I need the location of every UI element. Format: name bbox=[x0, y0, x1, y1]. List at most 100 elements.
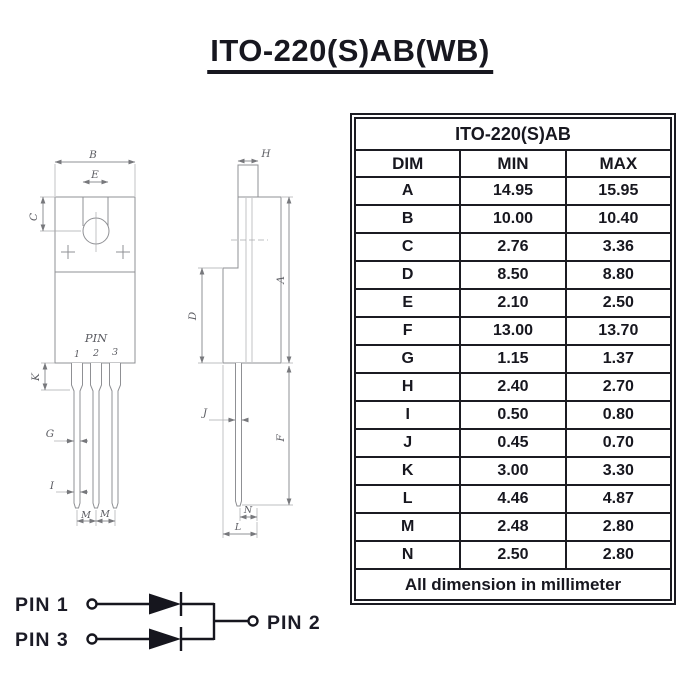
dim-label-l: L bbox=[234, 522, 241, 533]
min-cell: 2.40 bbox=[459, 372, 567, 402]
table-header-row: DIM MIN MAX bbox=[353, 149, 673, 178]
dim-cell: N bbox=[353, 540, 462, 570]
min-cell: 0.50 bbox=[459, 400, 567, 430]
package-side-view: H D A F J bbox=[187, 148, 293, 538]
max-cell: 2.80 bbox=[564, 540, 673, 570]
col-header-max: MAX bbox=[564, 149, 673, 178]
dim-label-k: K bbox=[30, 372, 42, 382]
table-title: ITO-220(S)AB bbox=[354, 117, 672, 151]
lead-3 bbox=[109, 363, 121, 509]
min-cell: 8.50 bbox=[459, 260, 567, 290]
dim-label-f: F bbox=[275, 434, 287, 443]
pin-number-2: 2 bbox=[92, 348, 99, 359]
pin-number-3: 3 bbox=[112, 347, 118, 358]
dim-label-m: M bbox=[99, 509, 110, 520]
min-cell: 2.10 bbox=[459, 288, 567, 318]
min-cell: 10.00 bbox=[459, 204, 567, 234]
lead-2 bbox=[90, 363, 102, 509]
max-cell: 13.70 bbox=[564, 316, 673, 346]
max-cell: 10.40 bbox=[564, 204, 673, 234]
tab-side bbox=[237, 164, 259, 198]
dim-label-a: A bbox=[275, 276, 287, 285]
dim-cell: A bbox=[353, 176, 462, 206]
max-cell: 0.70 bbox=[564, 428, 673, 458]
min-cell: 4.46 bbox=[459, 484, 567, 514]
dim-cell: H bbox=[353, 372, 462, 402]
table-footer-note: All dimension in millimeter bbox=[354, 568, 672, 601]
max-cell: 3.36 bbox=[564, 232, 673, 262]
dim-label-j: J bbox=[201, 407, 208, 419]
max-cell: 0.80 bbox=[564, 400, 673, 430]
lead-side bbox=[235, 363, 242, 507]
dim-label-n: N bbox=[243, 505, 253, 516]
dim-label-i: I bbox=[49, 480, 55, 492]
min-cell: 2.76 bbox=[459, 232, 567, 262]
dim-cell: G bbox=[353, 344, 462, 374]
min-cell: 3.00 bbox=[459, 456, 567, 486]
max-cell: 3.30 bbox=[564, 456, 673, 486]
pin3-label: PIN 3 bbox=[15, 629, 69, 651]
dim-cell: J bbox=[353, 428, 462, 458]
max-cell: 2.80 bbox=[564, 512, 673, 542]
min-cell: 0.45 bbox=[459, 428, 567, 458]
dim-cell: C bbox=[353, 232, 462, 262]
dim-cell: B bbox=[353, 204, 462, 234]
min-cell: 2.50 bbox=[459, 540, 567, 570]
lead-1 bbox=[71, 363, 83, 509]
dim-label-c: C bbox=[28, 213, 40, 221]
pin2-label: PIN 2 bbox=[267, 612, 321, 634]
dim-label-g: G bbox=[46, 428, 54, 440]
package-front-view: B E C PIN 1 bbox=[28, 149, 136, 526]
package-outline-drawing: B E C PIN 1 bbox=[28, 148, 293, 538]
max-cell: 2.70 bbox=[564, 372, 673, 402]
diode1-icon bbox=[149, 593, 181, 615]
dim-cell: M bbox=[353, 512, 462, 542]
dim-label-e: E bbox=[90, 169, 99, 181]
dim-label-d: D bbox=[187, 311, 199, 321]
dim-cell: L bbox=[353, 484, 462, 514]
dim-cell: I bbox=[353, 400, 462, 430]
table-footer-row: All dimension in millimeter bbox=[354, 568, 672, 601]
max-cell: 4.87 bbox=[564, 484, 673, 514]
min-cell: 2.48 bbox=[459, 512, 567, 542]
dim-label-h: H bbox=[260, 148, 271, 160]
pin-number-1: 1 bbox=[74, 349, 80, 360]
col-header-dim: DIM bbox=[353, 149, 462, 178]
max-cell: 2.50 bbox=[564, 288, 673, 318]
pin-text-label: PIN bbox=[84, 331, 108, 345]
table-title-row: ITO-220(S)AB bbox=[354, 117, 672, 151]
max-cell: 15.95 bbox=[564, 176, 673, 206]
pin1-terminal bbox=[86, 598, 98, 610]
min-cell: 14.95 bbox=[459, 176, 567, 206]
pin3-terminal bbox=[86, 633, 98, 645]
pin2-terminal bbox=[247, 615, 259, 627]
page-title: ITO-220(S)AB(WB) bbox=[207, 33, 493, 74]
dim-cell: E bbox=[353, 288, 462, 318]
internal-connection-schematic: PIN 1 PIN 3 PIN 2 bbox=[15, 592, 321, 651]
col-header-min: MIN bbox=[459, 149, 567, 178]
alignment-cross bbox=[61, 245, 130, 259]
dim-label-b: B bbox=[88, 149, 97, 161]
min-cell: 1.15 bbox=[459, 344, 567, 374]
dim-cell: F bbox=[353, 316, 462, 346]
pin1-label: PIN 1 bbox=[15, 594, 69, 616]
diode2-icon bbox=[149, 628, 181, 650]
max-cell: 1.37 bbox=[564, 344, 673, 374]
dim-label-m: M bbox=[80, 510, 91, 521]
dim-cell: K bbox=[353, 456, 462, 486]
min-cell: 13.00 bbox=[459, 316, 567, 346]
